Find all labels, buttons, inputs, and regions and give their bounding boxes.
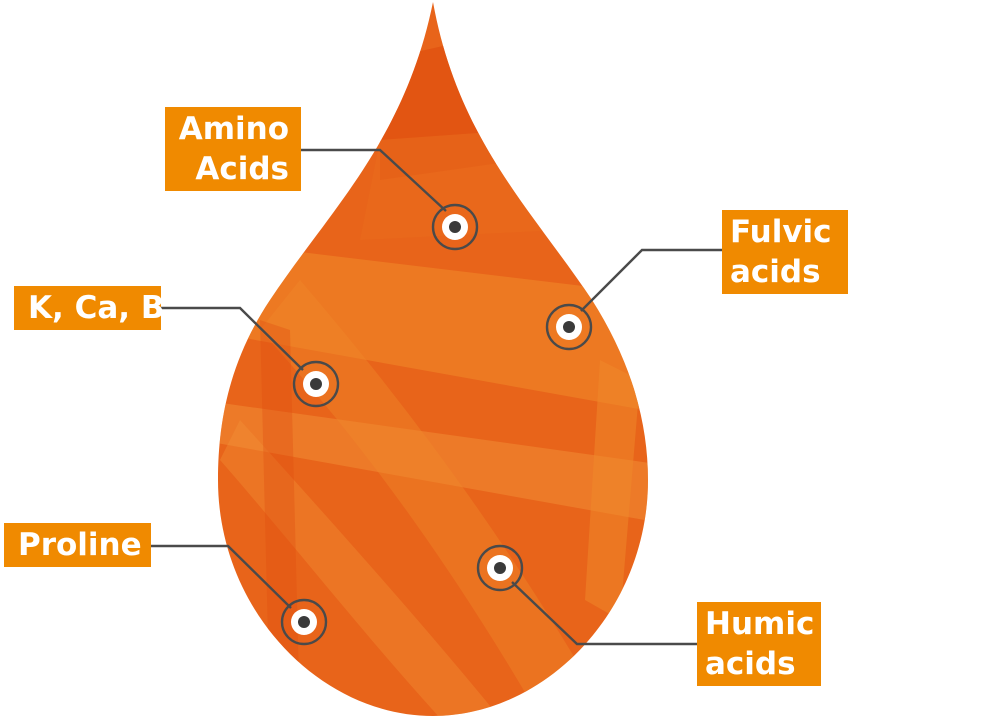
connector-amino-acids bbox=[300, 148, 447, 212]
drop-band-light-3 bbox=[260, 280, 610, 716]
drop-band-light-2 bbox=[218, 400, 648, 530]
label-k-ca-b-line1: K, Ca, B bbox=[28, 290, 165, 326]
marker-fulvic-acids bbox=[545, 303, 593, 351]
drop-band-dark-2 bbox=[260, 320, 300, 716]
marker-proline bbox=[280, 598, 328, 646]
label-humic-acids: Humic acids bbox=[697, 602, 821, 686]
marker-k-ca-b bbox=[292, 360, 340, 408]
label-fulvic-acids-line2: acids bbox=[730, 254, 821, 290]
label-proline-line1: Proline bbox=[18, 527, 142, 563]
label-humic-acids-line2: acids bbox=[705, 646, 796, 682]
connector-humic-acids bbox=[511, 581, 697, 646]
label-amino-acids-line1: Amino bbox=[178, 111, 289, 147]
label-proline: Proline bbox=[4, 523, 151, 567]
label-humic-acids-line1: Humic bbox=[705, 606, 815, 642]
connector-k-ca-b bbox=[160, 306, 304, 371]
label-amino-acids-line2: Acids bbox=[195, 151, 289, 187]
drop-band-light-1 bbox=[218, 240, 648, 420]
drop-band-light-4 bbox=[220, 420, 500, 716]
label-fulvic-acids-line1: Fulvic bbox=[730, 214, 832, 250]
connectors bbox=[150, 148, 722, 646]
label-k-ca-b: K, Ca, B bbox=[14, 286, 165, 330]
drop-band-light-5 bbox=[585, 360, 640, 620]
connector-proline bbox=[150, 544, 292, 609]
marker-amino-acids bbox=[431, 203, 479, 251]
label-fulvic-acids: Fulvic acids bbox=[722, 210, 848, 294]
connector-fulvic-acids bbox=[580, 248, 722, 312]
label-amino-acids: Amino Acids bbox=[165, 107, 301, 191]
marker-humic-acids bbox=[476, 544, 524, 592]
